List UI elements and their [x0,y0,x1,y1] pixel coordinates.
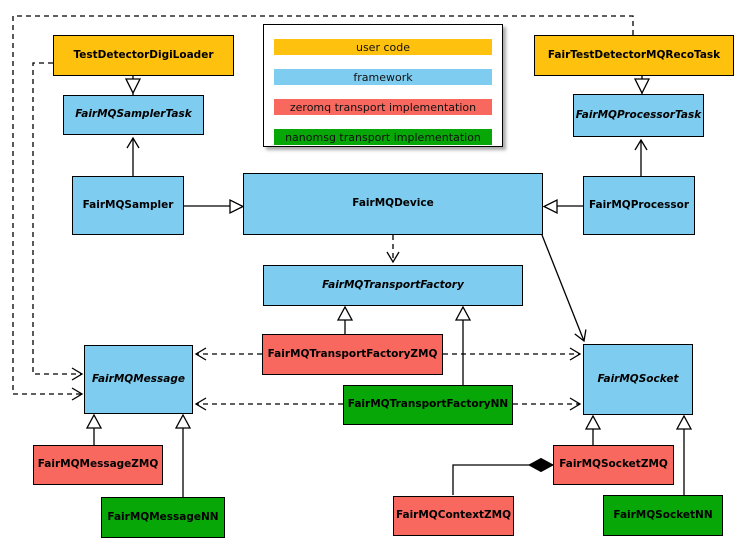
class-label: FairMQMessage [92,372,185,385]
legend-item-framework: framework [274,69,492,85]
legend-item-user-code: user code [274,39,492,55]
class-label: FairMQSocketZMQ [559,458,668,471]
edge-socketzmq-contextzmq [452,464,553,495]
class-label: FairMQContextZMQ [395,509,512,522]
class-box-fairmqsocket: FairMQSocket [583,344,693,415]
class-box-fairmqcontextzmq: FairMQContextZMQ [393,496,514,536]
inheritance-triangle-icon [85,413,103,429]
edge-recotask-message-dashed [12,15,634,401]
legend: user code framework zeromq transport imp… [263,24,503,147]
class-box-fairmqsocketzmq: FairMQSocketZMQ [553,445,674,485]
inheritance-triangle-icon [584,414,602,430]
legend-label: framework [353,70,413,84]
inheritance-triangle-icon [174,413,192,429]
class-label: FairMQTransportFactoryNN [347,398,509,411]
class-label: TestDetectorDigiLoader [73,48,214,61]
inheritance-triangle-icon [454,305,472,321]
inheritance-triangle-icon [542,198,558,215]
class-box-fairmqsampler: FairMQSampler [72,176,184,235]
class-box-testdetectordigiloader: TestDetectorDigiLoader [53,35,234,76]
class-box-fairmqsamplertask: FairMQSamplerTask [63,95,204,135]
class-box-fairmqmessage: FairMQMessage [84,345,193,414]
inheritance-triangle-icon [336,305,354,321]
class-box-fairmqtransportfactory: FairMQTransportFactory [263,265,523,306]
class-box-fairtestdetectormqrecotask: FairTestDetectorMQRecoTask [534,35,734,76]
legend-item-nanomsg: nanomsg transport implementation [274,129,492,145]
class-box-fairmqmessagezmq: FairMQMessageZMQ [33,445,163,485]
composition-diamond-icon [527,457,555,473]
class-label: FairMQMessageZMQ [37,458,159,471]
inheritance-triangle-icon [229,198,245,215]
legend-label: zeromq transport implementation [289,100,477,114]
class-label: FairMQProcessor [588,198,690,211]
inheritance-triangle-icon [675,414,693,430]
class-box-fairmqtransportfactoryzmq: FairMQTransportFactoryZMQ [262,334,443,375]
class-label: FairMQSamplerTask [75,108,192,121]
class-label: FairMQDevice [352,197,434,210]
class-box-fairmqtransportfactorynn: FairMQTransportFactoryNN [343,385,513,425]
edge-digiloader-message-dashed [32,62,84,381]
class-label: FairTestDetectorMQRecoTask [547,48,721,61]
class-box-fairmqprocessortask: FairMQProcessorTask [573,94,704,137]
class-box-fairmqmessagenn: FairMQMessageNN [101,497,225,538]
inheritance-triangle-icon [124,78,142,95]
class-label: FairMQTransportFactoryZMQ [267,347,438,360]
legend-item-zeromq: zeromq transport implementation [274,99,492,115]
class-label: FairMQSocket [597,372,679,385]
class-label: FairMQSampler [82,198,174,211]
class-label: FairMQTransportFactory [322,278,464,291]
class-box-fairmqprocessor: FairMQProcessor [583,176,695,235]
inheritance-triangle-icon [633,78,651,95]
class-box-fairmqsocketnn: FairMQSocketNN [603,495,723,536]
edge-device-socket [541,234,587,343]
class-box-fairmqdevice: FairMQDevice [243,173,543,235]
class-label: FairMQSocketNN [613,508,713,521]
legend-label: nanomsg transport implementation [285,130,481,144]
legend-label: user code [355,40,411,54]
class-label: FairMQMessageNN [107,510,219,523]
class-label: FairMQProcessorTask [575,108,702,121]
